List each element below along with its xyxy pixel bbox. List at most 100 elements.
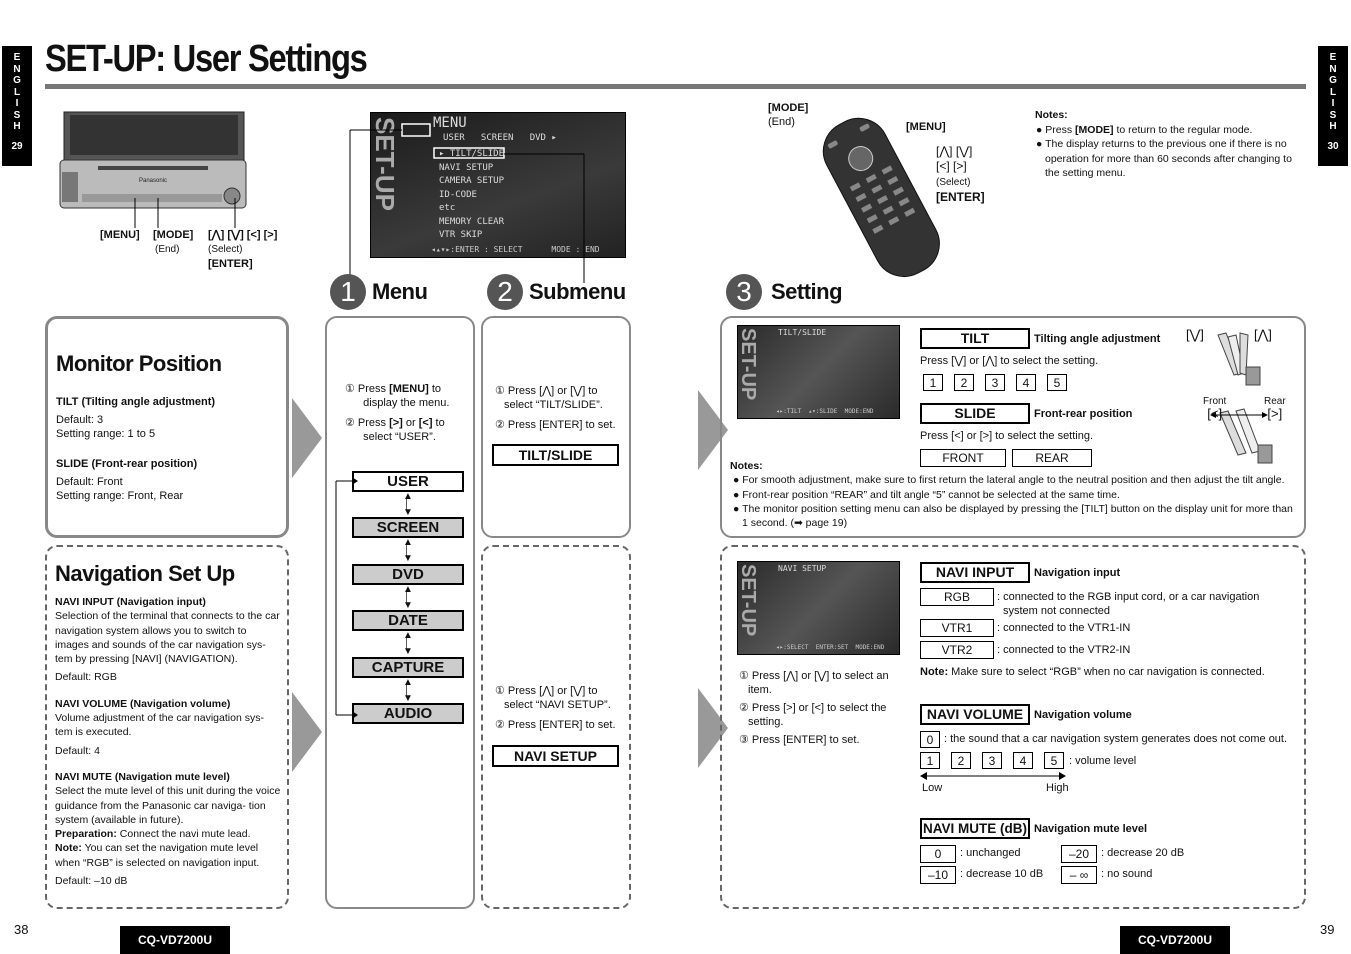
screen-callout-lines (349, 123, 585, 286)
navi-volume-default: Default: 4 (55, 744, 100, 757)
tilt-title: TILT (Tilting angle adjustment) (56, 396, 216, 408)
navi-note: Note: You can set the navigation mute le… (55, 842, 260, 869)
remote-illustration (790, 112, 970, 282)
navi-input-vtr2-text: : connected to the VTR2-IN (997, 644, 1131, 656)
mute-inf-text: : no sound (1101, 868, 1153, 880)
menu-item-dvd: DVD (352, 564, 464, 585)
slide-front: FRONT (920, 449, 1006, 467)
tilt-press: Press [⋁] or [⋀] to select the setting. (920, 355, 1099, 367)
navi-input-vtr2: VTR2 (920, 641, 994, 659)
tilt-diag-up: [⋀] (1254, 327, 1272, 342)
unit-mode-label: [MODE](End) (153, 229, 194, 255)
navi-mute-tag: NAVI MUTE (dB) (920, 818, 1030, 839)
volume-zero-text: : the sound that a car navigation system… (944, 733, 1288, 745)
tilt-value-5: 5 (1047, 374, 1067, 391)
screen-tabs: USER SCREEN DVD ▸ (443, 133, 557, 143)
submenu-steps-2: ① Press [⋀] or [⋁] to select “NAVI SETUP… (495, 685, 616, 731)
page-number-right: 39 (1320, 922, 1335, 937)
tilt-screen-footer: ◂▸:TILT ▴▾:SLIDE MODE:END (776, 408, 874, 415)
menu-link-arrow: ▲│▼ (403, 630, 413, 657)
navi-input-note: Note: Make sure to select “RGB” when no … (920, 666, 1265, 678)
setting-panel-tilt-slide (720, 316, 1306, 538)
tilt-diagram (1180, 325, 1300, 475)
screen-side-label: SET-UP (370, 117, 400, 211)
menu-steps: ① Press [MENU] to display the menu. ② Pr… (345, 383, 450, 443)
mute-10-text: : decrease 10 dB (960, 868, 1044, 880)
tilt-screen-title: TILT/SLIDE (778, 328, 827, 337)
navi-input-tag: NAVI INPUT (920, 562, 1030, 583)
submenu-tag-navi-setup: NAVI SETUP (492, 745, 619, 767)
navi-input-rgb-text: : connected to the RGB input cord, or a … (997, 591, 1260, 617)
unit-arrows-label: [⋀] [⋁] [<] [>](Select)[ENTER] (208, 229, 278, 270)
title-rule (45, 84, 1306, 89)
unit-menu-label: [MENU] (100, 229, 140, 241)
tilt-value-4: 4 (1016, 374, 1036, 391)
menu-loop-lines (335, 477, 358, 719)
setting1-notes: Notes: ● For smooth adjustment, make sur… (730, 460, 1293, 530)
slide-title: SLIDE (Front-rear position) (56, 458, 198, 470)
mute-10: –10 (920, 866, 956, 884)
menu-link-arrow: ▲│▼ (403, 584, 413, 611)
slide-rear: REAR (1012, 449, 1092, 467)
menu-link-arrow: ▲│▼ (403, 677, 413, 704)
monitor-heading: Monitor Position (56, 351, 222, 376)
menu-item-screen: SCREEN (352, 517, 464, 538)
page-title: SET-UP: User Settings (45, 38, 368, 80)
volume-level-text: : volume level (1069, 755, 1137, 767)
navi-mute-text: Select the mute level of this unit durin… (55, 785, 281, 826)
submenu-panel-1 (481, 316, 631, 538)
menu-link-arrow: ▲│▼ (403, 537, 413, 564)
section-page-right: 30 (1327, 140, 1339, 152)
mute-20-text: : decrease 20 dB (1101, 847, 1185, 859)
volume-value-5: 5 (1044, 752, 1064, 769)
navi-prep: Preparation: Connect the navi mute lead. (55, 828, 251, 841)
remote-mode-label: [MODE](End) (768, 102, 809, 128)
section-page-left: 29 (11, 140, 23, 152)
volume-value-4: 4 (1013, 752, 1033, 769)
navi-volume-text: Volume adjustment of the car navigation … (55, 712, 264, 739)
slide-diag-rear: Rear[>] (1264, 396, 1286, 421)
menu-item-audio: AUDIO (352, 703, 464, 724)
slide-default: Default: Front (56, 476, 123, 488)
navi-screen-title: NAVI SETUP (778, 564, 827, 573)
model-badge-right: CQ-VD7200U (1120, 926, 1230, 954)
notes-top: Notes: ● Press [MODE] to return to the r… (1035, 108, 1305, 181)
screen-menu-item: etc (439, 203, 456, 213)
monitor-position-panel: Monitor Position TILT (Tilting angle adj… (45, 316, 289, 538)
tilt-desc: Tilting angle adjustment (1034, 333, 1161, 345)
step-1-circle: 1 (330, 274, 366, 310)
head-unit-illustration: Panasonic (58, 110, 248, 210)
tilt-diag-down: [⋁] (1186, 327, 1204, 342)
tilt-value-3: 3 (985, 374, 1005, 391)
screen-menu-item: NAVI SETUP (439, 162, 494, 173)
screen-side-label: SET-UP (737, 328, 759, 401)
flow-arrow (698, 688, 728, 768)
navi-input-desc: Navigation input (1034, 567, 1121, 579)
slide-desc: Front-rear position (1034, 408, 1133, 420)
navi-mute-default: Default: –10 dB (55, 875, 128, 888)
navi-input-default: Default: RGB (55, 671, 117, 684)
flow-arrow (292, 398, 322, 478)
screen-menu-item: VTR SKIP (439, 230, 483, 240)
navi-heading: Navigation Set Up (55, 561, 235, 586)
slide-tag: SLIDE (920, 403, 1030, 424)
mute-20: –20 (1061, 845, 1097, 863)
screen-menu-item: ID-CODE (439, 189, 477, 200)
unit-callout-lines (134, 198, 236, 228)
slide-press: Press [<] or [>] to select the setting. (920, 430, 1094, 442)
screen-menu-item: CAMERA SETUP (439, 176, 505, 186)
screen-side-label: SET-UP (737, 564, 759, 637)
submenu-panel-2 (481, 545, 631, 909)
menu-screen-image: SET-UP MENU USER SCREEN DVD ▸ ▸ TILT/SLI… (370, 112, 626, 258)
step-2-label: Submenu (529, 279, 626, 304)
volume-value-3: 3 (982, 752, 1002, 769)
flow-arrow (698, 390, 728, 470)
navi-volume-title: NAVI VOLUME (Navigation volume) (55, 697, 231, 710)
menu-item-capture: CAPTURE (352, 657, 464, 678)
tilt-tag: TILT (920, 328, 1030, 349)
